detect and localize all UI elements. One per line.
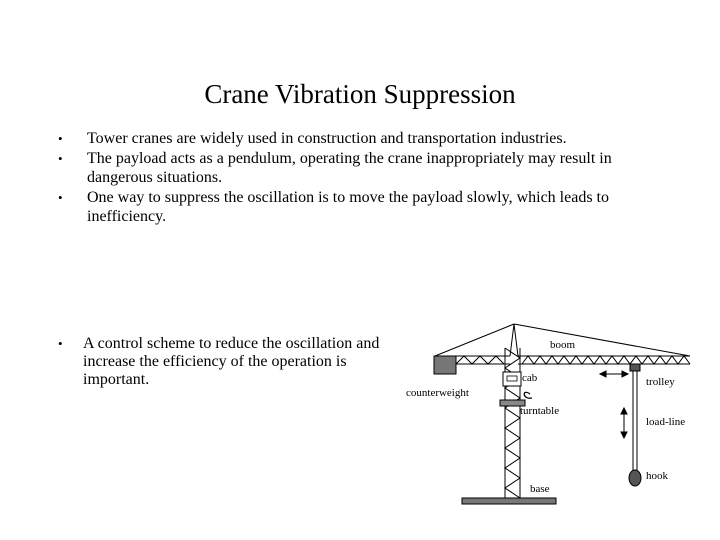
trolley-arrow-icon	[598, 370, 630, 378]
load-line-arrow-icon	[620, 406, 628, 440]
trolley-block	[629, 363, 641, 372]
label-trolley: trolley	[646, 376, 675, 388]
label-turntable: turntable	[520, 405, 559, 417]
counterweight-block	[433, 355, 457, 375]
tower-crane-diagram: boom cab counterweight trolley turntable…	[406, 323, 691, 505]
crane-apex	[509, 323, 519, 357]
bullet-item: Tower cranes are widely used in construc…	[55, 129, 665, 149]
crane-base-slab	[461, 497, 557, 505]
bullet-list: Tower cranes are widely used in construc…	[55, 129, 665, 227]
label-base: base	[530, 483, 550, 495]
rotation-arrow-icon	[523, 391, 533, 399]
label-counterweight: counterweight	[406, 387, 469, 399]
bullet-item: One way to suppress the oscillation is t…	[55, 188, 665, 227]
label-cab: cab	[522, 372, 538, 384]
label-hook: hook	[646, 470, 669, 482]
tower-mast	[504, 347, 521, 499]
label-boom: boom	[550, 339, 576, 351]
turntable-shape	[499, 399, 526, 407]
bullet-list-secondary: A control scheme to reduce the oscillati…	[55, 335, 400, 389]
boom-jib	[513, 323, 691, 365]
load-line-cables	[632, 371, 638, 476]
label-load-line: load-line	[646, 416, 685, 428]
bullet-item: The payload acts as a pendulum, operatin…	[55, 149, 665, 188]
bullet-item: A control scheme to reduce the oscillati…	[55, 335, 400, 389]
slide-title: Crane Vibration Suppression	[204, 79, 516, 109]
hook-icon	[628, 469, 642, 487]
